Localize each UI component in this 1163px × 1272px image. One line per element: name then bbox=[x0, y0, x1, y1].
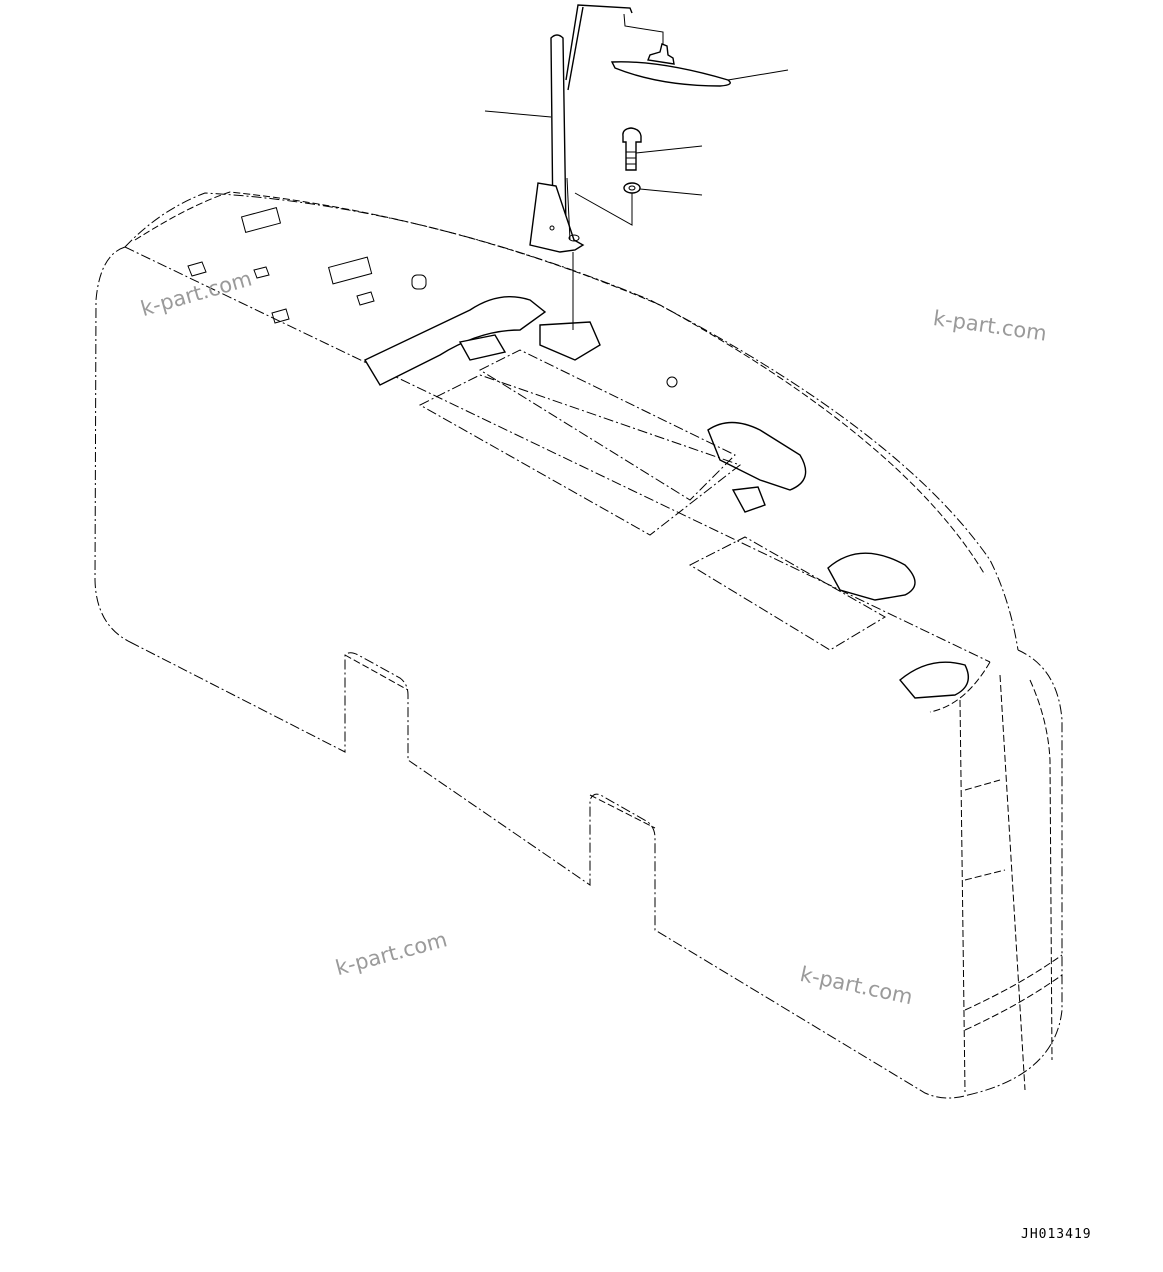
lamp bbox=[610, 13, 789, 87]
top-features bbox=[187, 207, 969, 699]
perforated-plates bbox=[418, 349, 886, 651]
stand-bracket bbox=[484, 4, 633, 330]
counterweight-body bbox=[94, 191, 1063, 1099]
bolt bbox=[622, 127, 703, 171]
washer bbox=[574, 182, 703, 226]
drawing-code: JH013419 bbox=[1021, 1227, 1092, 1242]
